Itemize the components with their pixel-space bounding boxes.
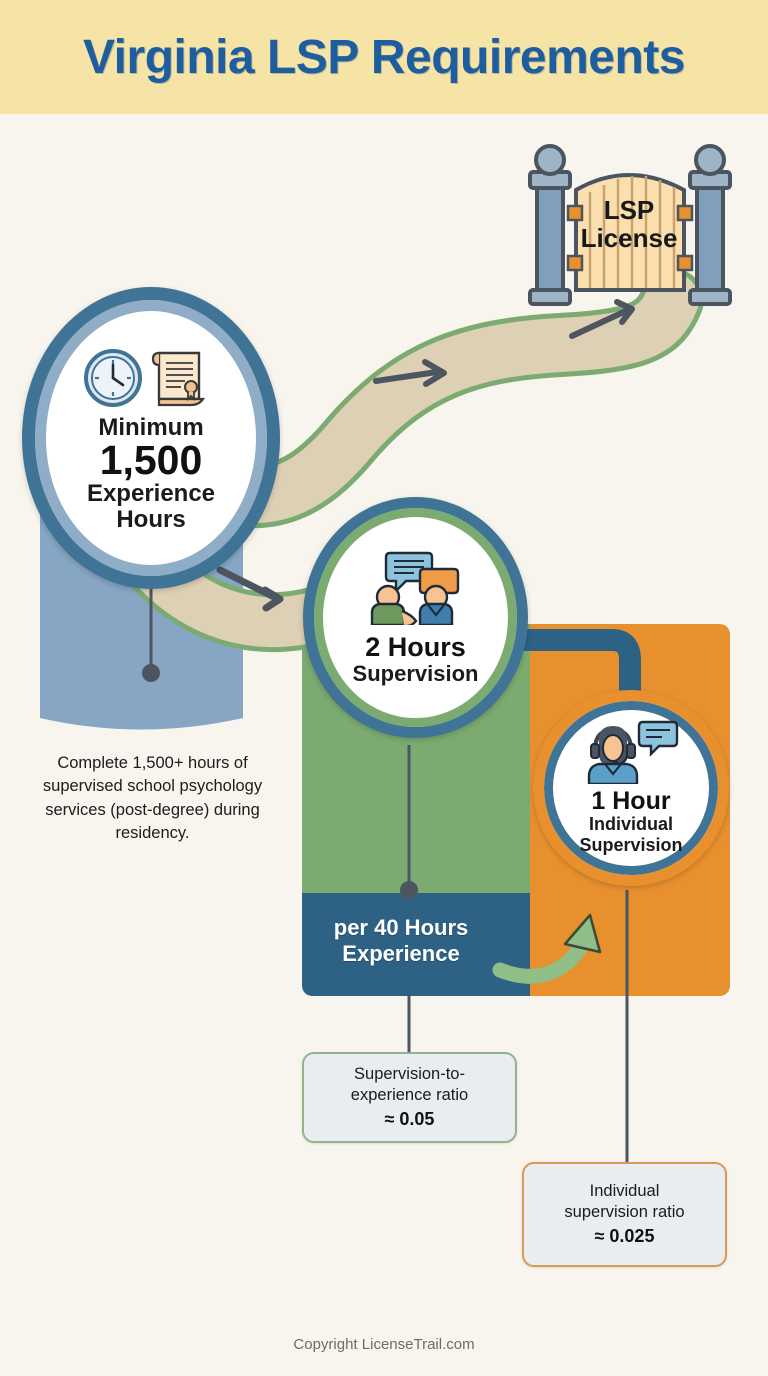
node1-line1: Minimum — [98, 413, 204, 441]
certificate-icon — [151, 351, 206, 406]
clock-icon — [84, 348, 142, 407]
node2-line1: 2 Hours — [365, 632, 466, 663]
rb2-value: ≈ 0.025 — [594, 1225, 655, 1246]
page-title: Virginia LSP Requirements — [83, 30, 685, 84]
rb2-line1: Individual — [589, 1181, 660, 1200]
gate-label-line1: LSP — [603, 195, 655, 225]
two-people-talking-icon — [362, 549, 470, 626]
connector-dot-1 — [142, 664, 160, 682]
node1-line3: Experience — [86, 479, 216, 507]
node1-line2: 1,500 — [99, 436, 203, 483]
node-experience-hours[interactable]: Minimum 1,500 Experience Hours — [22, 287, 280, 589]
per-40-hours-label: per 40 Hours Experience — [306, 915, 496, 967]
node1-line4: Hours — [116, 506, 186, 534]
node-individual-supervision[interactable]: 1 Hour Individual Supervision — [533, 690, 729, 886]
path-arrow-1 — [373, 359, 447, 387]
per-40-panel-blue-2 — [302, 893, 530, 996]
header-banner: Virginia LSP Requirements — [0, 0, 768, 114]
connector-lines — [142, 560, 629, 1162]
gate-label-line2: License — [580, 223, 678, 254]
node-group-supervision[interactable]: 2 Hours Supervision — [303, 497, 528, 738]
rb1-line1: Supervision-to- — [354, 1064, 465, 1083]
rb2-line2: supervision ratio — [564, 1203, 685, 1222]
path-arrow-2 — [569, 299, 635, 339]
experience-icons — [81, 347, 221, 409]
green-curved-arrow-head — [563, 913, 602, 954]
ratio-box-individual-supervision: Individual supervision ratio ≈ 0.025 — [522, 1162, 727, 1267]
node2-line2: Supervision — [352, 660, 479, 686]
node3-line1: 1 Hour — [591, 787, 671, 816]
panel-line2: Experience — [342, 940, 460, 966]
rb1-line2: experience ratio — [350, 1086, 469, 1105]
ratio-box-supervision-to-experience: Supervision-to- experience ratio ≈ 0.05 — [302, 1052, 517, 1143]
rb1-value: ≈ 0.05 — [384, 1108, 435, 1129]
gate-label: LSP License — [570, 196, 688, 252]
panel-line1: per 40 Hours — [333, 915, 469, 940]
path-arrow-3 — [216, 566, 284, 612]
experience-description: Complete 1,500+ hours of supervised scho… — [42, 754, 263, 843]
connector-dot-2 — [400, 881, 418, 899]
node3-line2: Individual — [588, 814, 673, 835]
headset-person-icon — [583, 720, 679, 785]
footer-copyright: Copyright LicenseTrail.com — [293, 1336, 475, 1353]
connector-c2-c3 — [509, 629, 641, 711]
gate-icon — [528, 144, 732, 306]
node3-line3: Supervision — [579, 835, 683, 856]
